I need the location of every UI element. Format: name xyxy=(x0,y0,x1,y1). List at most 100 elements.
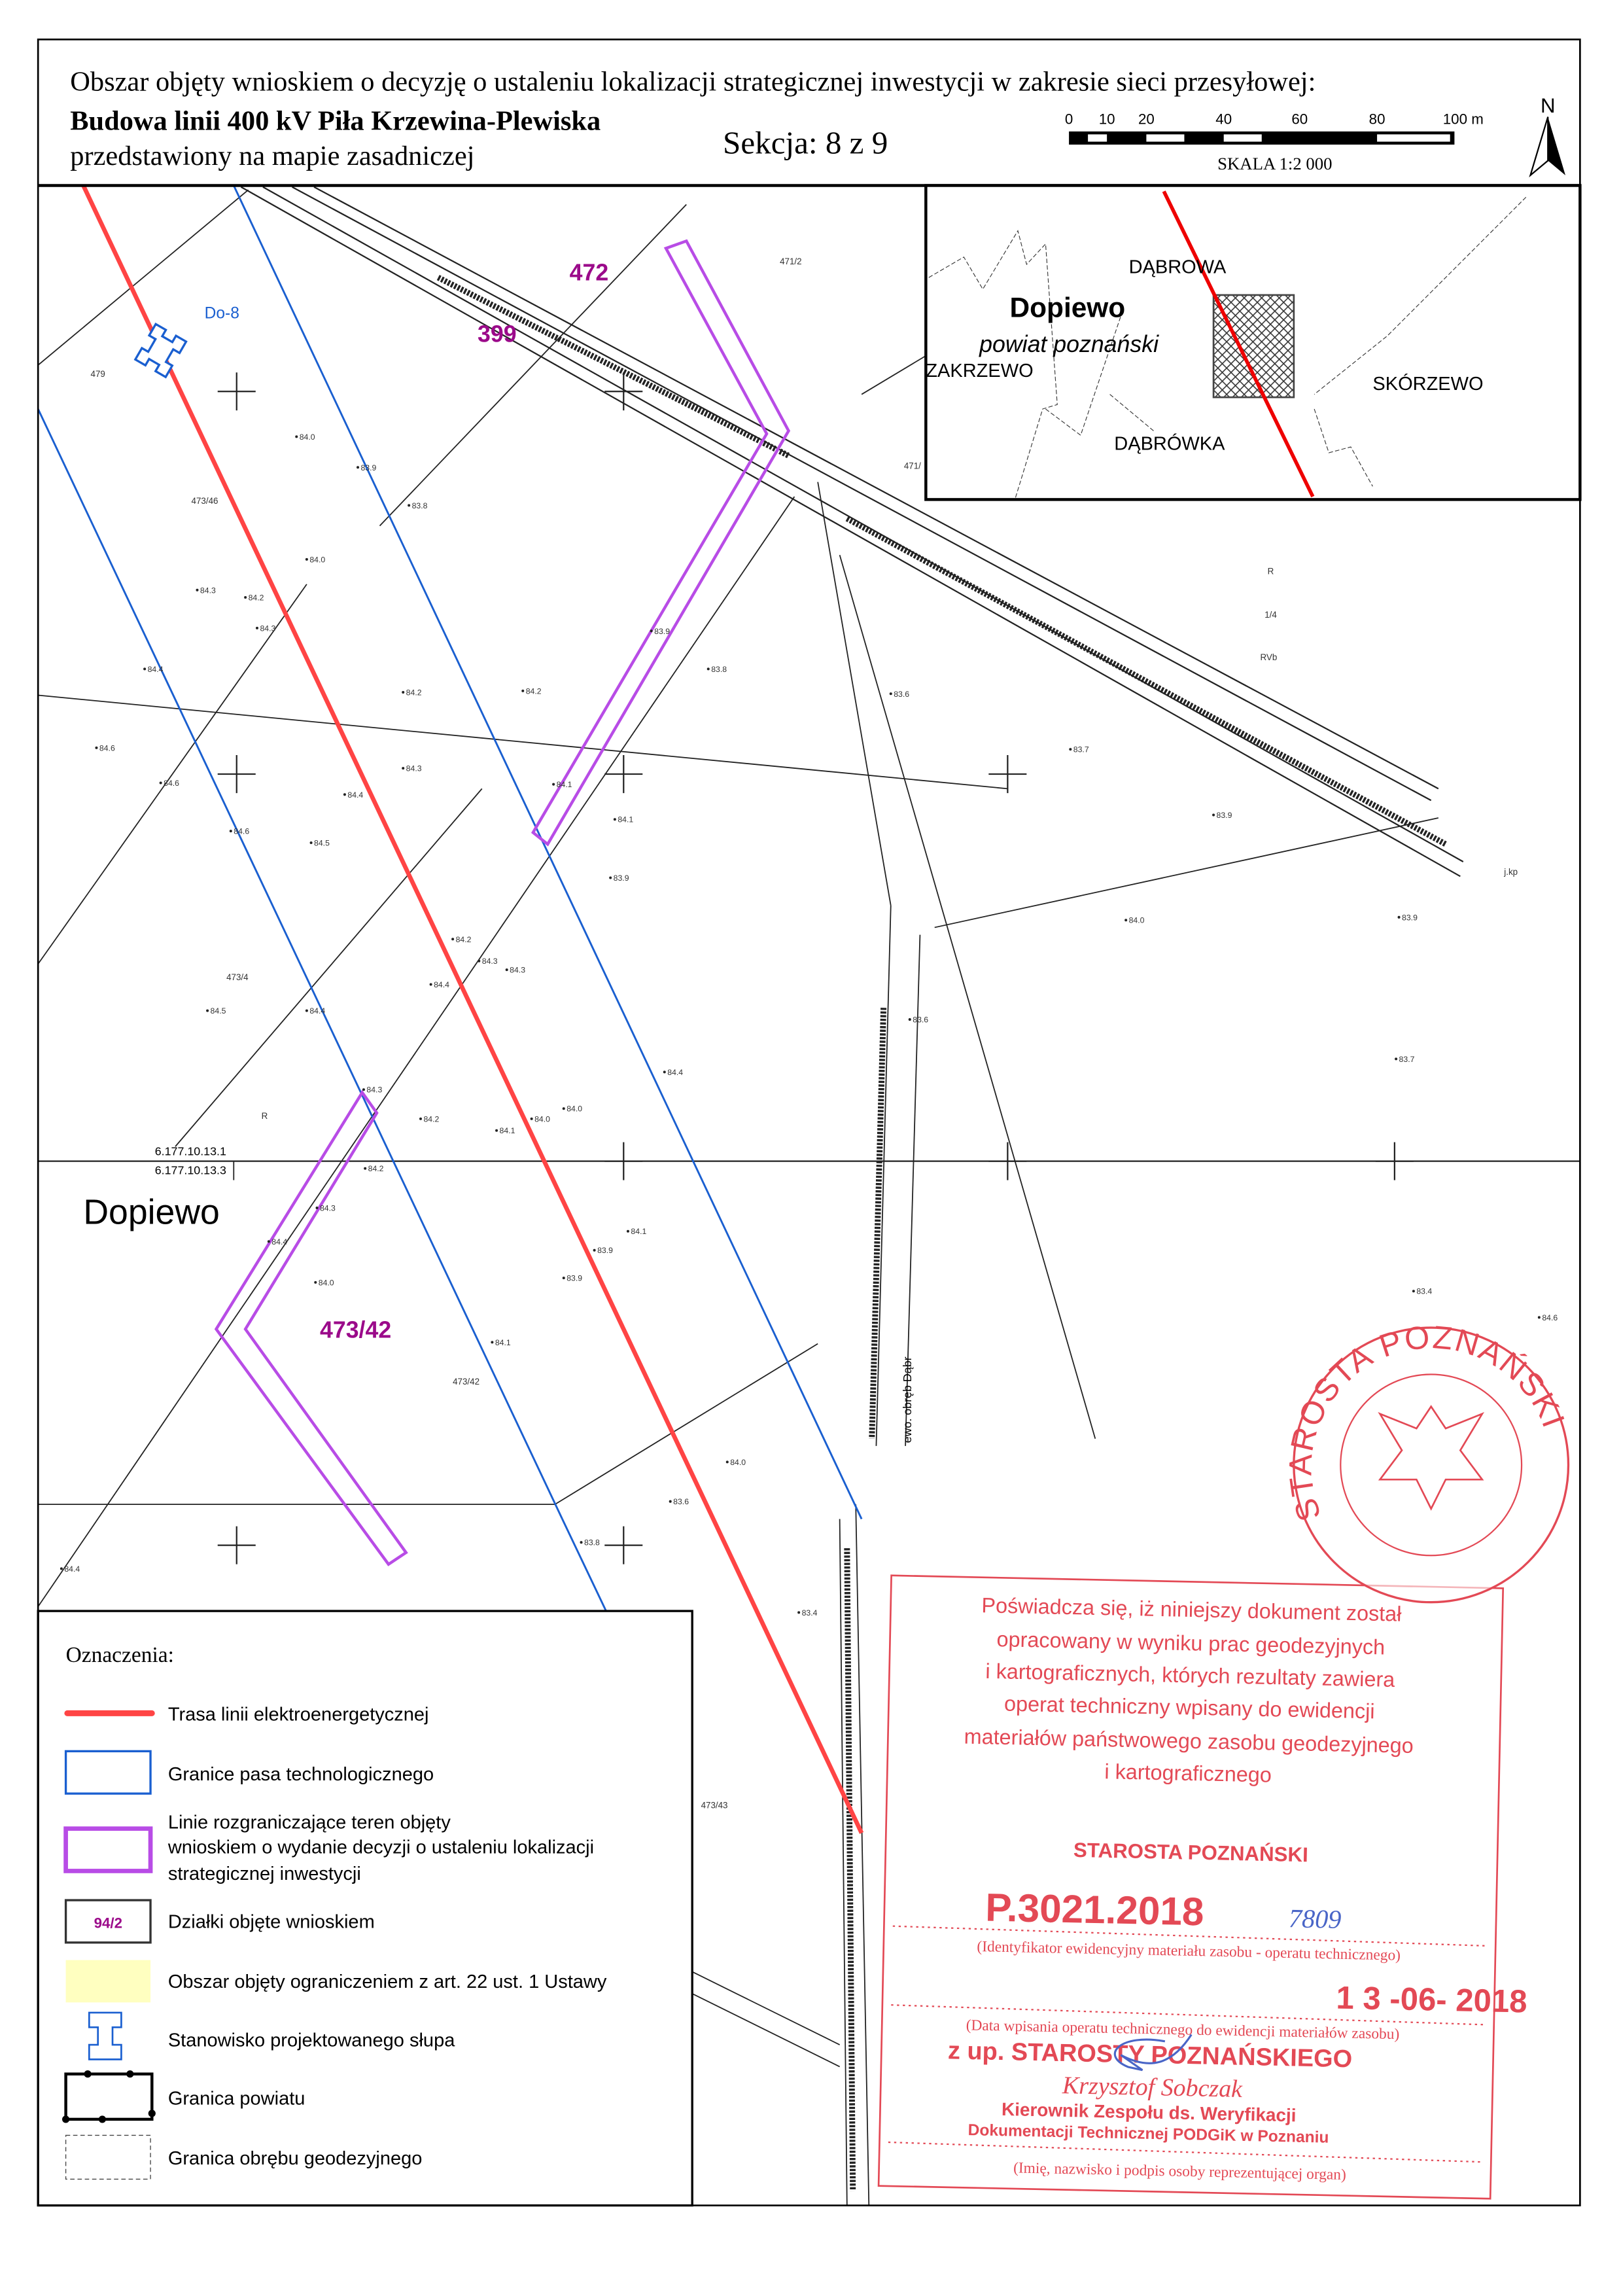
elevation-label: 83.7 xyxy=(1073,745,1089,754)
elevation-label: 84.2 xyxy=(423,1114,439,1123)
elevation-point xyxy=(1397,915,1401,919)
planned-pole-icon[interactable] xyxy=(133,322,188,379)
title-line-2: Budowa linii 400 kV Piła Krzewina-Plewis… xyxy=(70,106,601,137)
elevation-label: 83.8 xyxy=(711,665,727,674)
investment-area-boundary[interactable] xyxy=(214,239,791,1566)
svg-text:DĄBRÓWKA: DĄBRÓWKA xyxy=(1114,433,1225,455)
header: Obszar objęty wnioskiem o decyzję o usta… xyxy=(70,66,1316,171)
svg-text:j.kp: j.kp xyxy=(1503,867,1518,877)
svg-text:Działki objęte wnioskiem: Działki objęte wnioskiem xyxy=(168,1911,375,1932)
elevation-point xyxy=(402,691,405,694)
grid-cross xyxy=(988,755,1027,794)
svg-text:471/2: 471/2 xyxy=(780,256,801,266)
title-line-3: przedstawiony na mapie zasadniczej xyxy=(70,141,474,171)
signature xyxy=(1113,2034,1193,2072)
elevation-point xyxy=(362,1088,365,1091)
elevation-label: 84.1 xyxy=(618,815,633,824)
parcel-boundaries xyxy=(38,189,1439,2206)
elevation-label: 83.7 xyxy=(1399,1055,1415,1064)
elevation-point xyxy=(1395,1057,1398,1061)
elevation-point xyxy=(206,1009,209,1012)
elevation-point xyxy=(908,1018,911,1021)
certification-stamp: Poświadcza się, iż niniejszy dokument zo… xyxy=(877,1320,1570,2200)
elevation-point xyxy=(1124,919,1128,922)
commune-label: Dopiewo xyxy=(83,1193,219,1232)
elevation-point xyxy=(505,968,508,972)
grid-cross xyxy=(604,372,643,411)
elevation-label: 84.3 xyxy=(320,1203,336,1212)
boundary-code-2: 6.177.10.13.3 xyxy=(155,1164,226,1177)
elevation-label: 84.6 xyxy=(164,779,179,788)
svg-text:473/43: 473/43 xyxy=(701,1800,728,1810)
scale-tick-label: 0 xyxy=(1065,111,1073,128)
elevation-label: 84.4 xyxy=(434,980,449,989)
elevation-label: 84.4 xyxy=(64,1564,80,1574)
elevation-point xyxy=(609,876,612,879)
elevation-label: 83.9 xyxy=(654,627,670,636)
elevation-label: 84.4 xyxy=(271,1237,287,1246)
svg-text:ZAKRZEWO: ZAKRZEWO xyxy=(926,361,1033,381)
grid-cross xyxy=(604,755,643,794)
elevation-point xyxy=(419,1117,423,1120)
elevation-point xyxy=(343,793,346,796)
elevation-point xyxy=(364,1167,367,1170)
elevation-label: 83.4 xyxy=(802,1608,818,1617)
elevation-point xyxy=(357,466,360,469)
sheet-frame xyxy=(37,38,1581,2206)
svg-text:STAROSTA POZNAŃSKI: STAROSTA POZNAŃSKI xyxy=(1073,1839,1308,1867)
legend-title: Oznaczenia: xyxy=(66,1643,174,1667)
scale-tick-label: 20 xyxy=(1138,111,1155,128)
elevation-points: 84.0 83.9 83.8 84.0 84.3 84.2 84.3 84.4 84.6 84.6… xyxy=(60,433,1558,1617)
elevation-point xyxy=(1412,1290,1415,1293)
elevation-label: 84.3 xyxy=(200,586,216,595)
scale-tick-label: 60 xyxy=(1291,111,1308,128)
location-inset-map: Dopiewo powiat poznański DĄBROWA ZAKRZEW… xyxy=(924,184,1582,501)
elevation-label: 84.2 xyxy=(249,593,264,602)
elevation-label: 84.6 xyxy=(234,827,249,836)
technology-belt-boundary xyxy=(38,185,863,1612)
elevation-point xyxy=(315,1207,319,1210)
elevation-label: 83.8 xyxy=(412,501,428,510)
parcel-label-473-42[interactable]: 473/42 xyxy=(320,1317,391,1343)
elevation-point xyxy=(429,983,432,986)
parcel-label-399[interactable]: 399 xyxy=(478,321,517,347)
elevation-label: 83.6 xyxy=(894,690,909,699)
elevation-label: 84.2 xyxy=(368,1164,384,1173)
elevation-point xyxy=(451,938,455,941)
elevation-label: 84.0 xyxy=(534,1114,550,1123)
elevation-point xyxy=(580,1541,583,1544)
elevation-label: 84.5 xyxy=(211,1006,226,1016)
svg-text:P.3021.2018: P.3021.2018 xyxy=(985,1884,1204,1934)
grid-cross xyxy=(604,1526,643,1564)
grid-cross xyxy=(1375,1142,1414,1180)
svg-text:Linie rozgraniczające teren ob: Linie rozgraniczające teren objęty xyxy=(168,1812,451,1833)
elevation-label: 84.4 xyxy=(667,1068,683,1077)
svg-text:Dopiewo: Dopiewo xyxy=(1010,292,1126,323)
elevation-point xyxy=(669,1500,672,1503)
elevation-point xyxy=(159,781,162,785)
elevation-label: 84.0 xyxy=(566,1104,582,1114)
svg-text:479: 479 xyxy=(91,369,105,379)
elevation-point xyxy=(562,1277,565,1280)
elevation-point xyxy=(626,1229,629,1233)
section-label: Sekcja: 8 z 9 xyxy=(723,124,888,160)
elevation-point xyxy=(889,692,892,696)
elevation-point xyxy=(196,588,199,592)
svg-text:i kartograficznego: i kartograficznego xyxy=(1104,1759,1272,1786)
elevation-label: 84.3 xyxy=(406,764,422,773)
power-line-route[interactable] xyxy=(81,185,864,1834)
elevation-label: 84.1 xyxy=(631,1227,646,1236)
elevation-point xyxy=(478,959,481,963)
grid-cross xyxy=(217,755,256,794)
elevation-point xyxy=(1069,748,1072,751)
elevation-label: 83.4 xyxy=(1416,1287,1432,1296)
elevation-label: 83.9 xyxy=(566,1274,582,1283)
pole-label: Do-8 xyxy=(205,305,239,323)
base-map[interactable]: Do-8 472 399 473/42 Dopiewo 479 471/2 47… xyxy=(38,185,1580,2206)
grid-crosses xyxy=(217,372,1414,1564)
svg-text:473/46: 473/46 xyxy=(192,496,218,506)
elevation-point xyxy=(1212,813,1215,817)
parcel-label-472[interactable]: 472 xyxy=(570,260,609,286)
elevation-label: 83.6 xyxy=(913,1016,928,1025)
svg-text:94/2: 94/2 xyxy=(94,1915,122,1931)
